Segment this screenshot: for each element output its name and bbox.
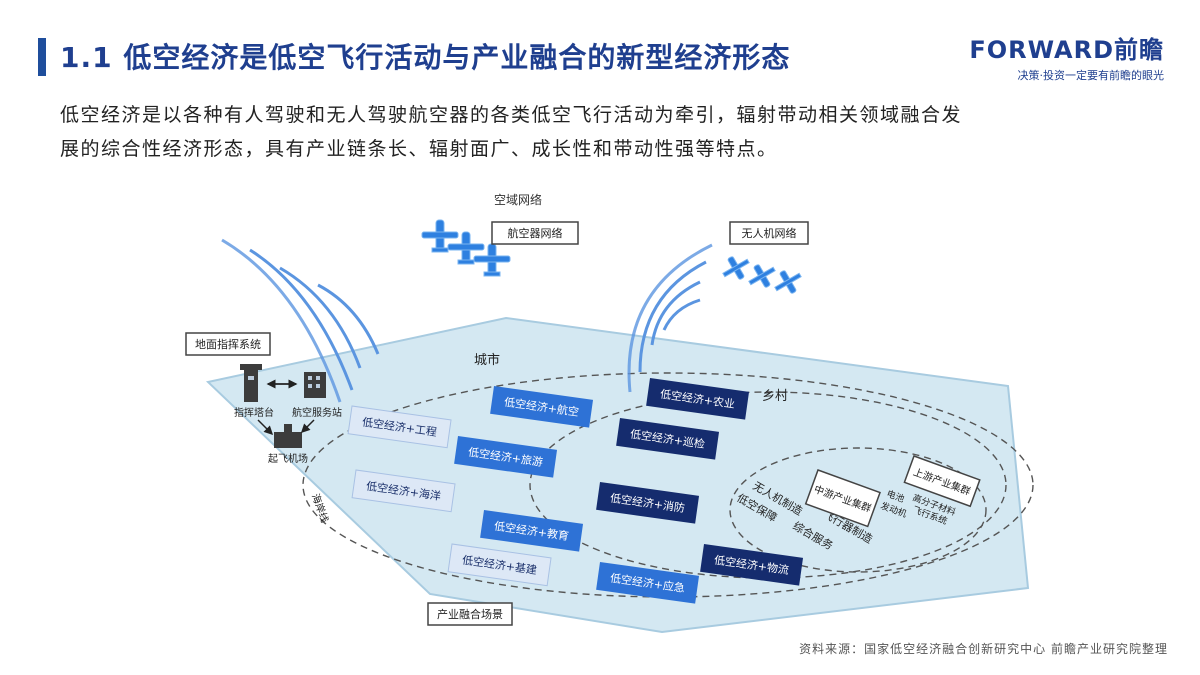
aircraft-network-label: 航空器网络	[508, 226, 563, 240]
ground-command-callout: 地面指挥系统	[185, 332, 271, 356]
light-box-engineering: 低空经济+工程	[347, 405, 452, 449]
aircraft-icon	[421, 219, 511, 277]
intro-line-1: 低空经济是以各种有人驾驶和无人驾驶航空器的各类低空飞行活动为牵引，辐射带动相关领…	[60, 104, 963, 126]
ground-plane	[205, 316, 1030, 634]
drone-network-label: 无人机网络	[742, 226, 797, 240]
tower-icon	[240, 364, 262, 402]
industry-scenes-label: 产业融合场景	[437, 607, 503, 621]
node-arrows	[257, 379, 315, 436]
zone-inner-ellipse	[729, 447, 987, 573]
ground-command-label: 地面指挥系统	[195, 337, 261, 351]
page-title: 1.1 低空经济是低空飞行活动与产业融合的新型经济形态	[60, 41, 791, 74]
drone-icon	[722, 256, 802, 294]
dark-box-firefighting: 低空经济+消防	[596, 482, 700, 524]
intro-text: 低空经济是以各种有人驾驶和无人驾驶航空器的各类低空飞行活动为牵引，辐射带动相关领…	[60, 98, 1150, 166]
drone-network-callout: 无人机网络	[729, 221, 809, 245]
light-box-infrastructure: 低空经济+基建	[447, 543, 552, 587]
zone-village-label: 乡村	[762, 389, 788, 404]
mid-box-aviation: 低空经济+航空	[490, 386, 594, 428]
dark-box-logistics: 低空经济+物流	[700, 544, 804, 586]
zone-middle-ellipse	[529, 391, 1007, 579]
dark-box-agriculture: 低空经济+农业	[646, 378, 750, 420]
source-note: 资料来源：国家低空经济融合创新研究中心 前瞻产业研究院整理	[799, 642, 1168, 656]
airport-label: 起飞机场	[268, 452, 308, 465]
brand-name: FORWARD前瞻	[969, 36, 1164, 64]
airport-icon	[274, 424, 302, 448]
light-box-ocean: 低空经济+海洋	[351, 469, 456, 513]
zone-city-label: 城市	[474, 352, 500, 368]
midstream-cluster-box: 中游产业集群	[804, 469, 881, 528]
tower-label: 指挥塔台	[234, 406, 274, 419]
industry-scenes-callout: 产业融合场景	[427, 602, 513, 626]
brand-logo: FORWARD前瞻 决策·投资一定要有前瞻的眼光	[969, 30, 1164, 83]
service-station-label: 航空服务站	[292, 406, 342, 419]
mid-box-education: 低空经济+教育	[480, 510, 584, 552]
mid-box-emergency: 低空经济+应急	[596, 562, 700, 604]
brand-slogan: 决策·投资一定要有前瞻的眼光	[1017, 69, 1165, 82]
mid-box-tourism: 低空经济+旅游	[454, 436, 558, 478]
dark-box-inspection: 低空经济+巡检	[616, 418, 720, 460]
service-station-icon	[304, 372, 326, 398]
signal-waves-left	[221, 238, 380, 403]
aircraft-network-callout: 航空器网络	[491, 221, 579, 245]
signal-waves-right	[627, 243, 713, 393]
intro-line-2: 展的综合性经济形态，具有产业链条长、辐射面广、成长性和带动性强等特点。	[60, 138, 778, 160]
airspace-network-label: 空域网络	[494, 192, 542, 207]
title-accent-bar	[38, 38, 46, 76]
